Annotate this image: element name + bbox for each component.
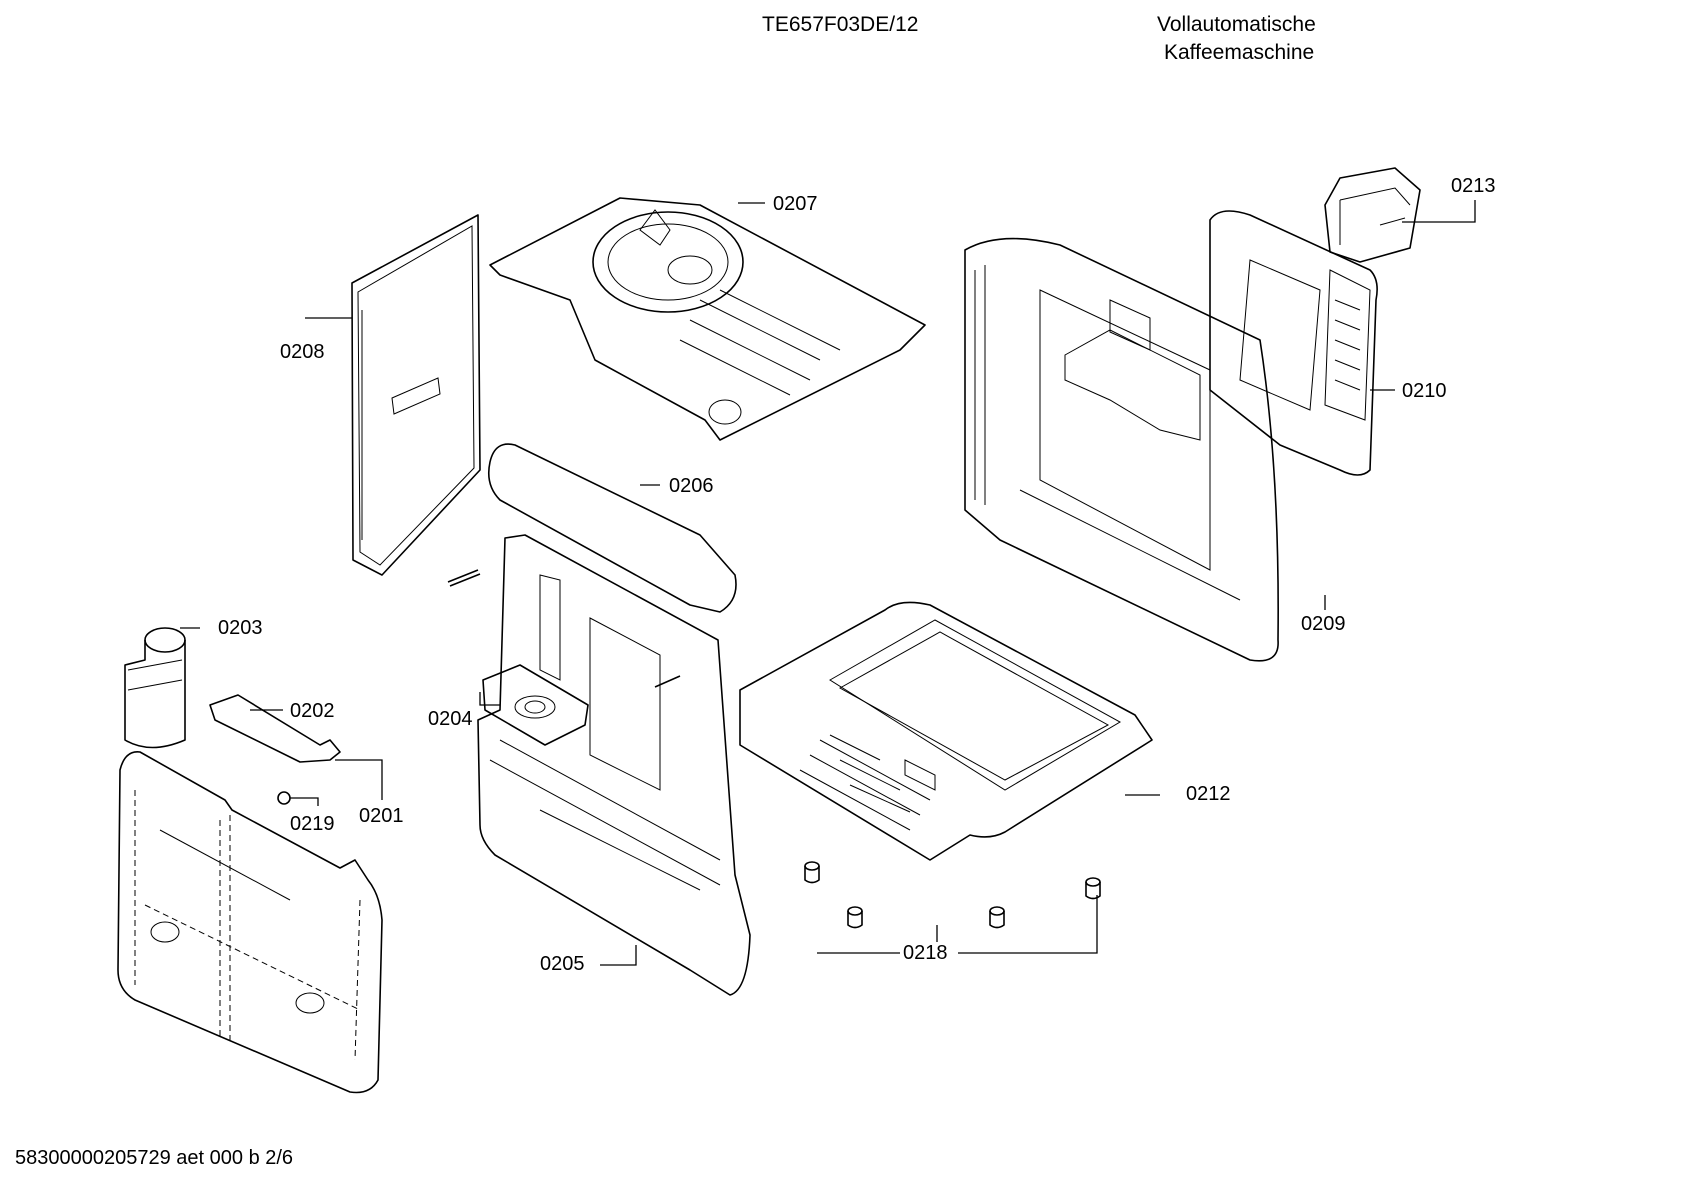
label-0207: 0207: [773, 193, 818, 215]
foot-2: [847, 906, 863, 929]
part-0209-rear-housing: [964, 237, 1279, 662]
leader-0201: [335, 759, 383, 800]
document-id-footer: 58300000205729 aet 000 b 2/6: [15, 1147, 294, 1169]
part-0203-water-filter: [124, 627, 186, 749]
label-0205: 0205: [540, 953, 585, 975]
foot-4: [1085, 877, 1101, 900]
part-0212-base-tray: [739, 601, 1153, 861]
part-0206-handle-strip: [487, 443, 737, 613]
appliance-description-line-2: Kaffeemaschine: [1164, 41, 1315, 64]
label-0204: 0204: [428, 708, 473, 730]
label-0210: 0210: [1402, 380, 1447, 402]
label-0206: 0206: [669, 475, 714, 497]
label-0201: 0201: [359, 805, 404, 827]
label-0212: 0212: [1186, 783, 1231, 805]
label-0219: 0219: [290, 813, 335, 835]
foot-1: [804, 861, 820, 884]
part-0219-screw: [277, 791, 291, 805]
part-0213-cover-cap: [1324, 167, 1421, 263]
model-number: TE657F03DE/12: [762, 13, 919, 36]
leader-lines: [180, 200, 1476, 966]
part-0205-front-housing: [477, 534, 751, 996]
part-0218-feet: [804, 861, 1101, 929]
leader-0204: [479, 692, 500, 706]
foot-3: [989, 906, 1005, 929]
leader-0219: [290, 797, 319, 806]
part-0201-water-tank: [117, 751, 383, 1094]
leader-0213: [1402, 200, 1476, 223]
part-labels: 0207 0208 0206 0213 0210 0209 0203 0202 …: [218, 175, 1496, 975]
part-0208-side-panel: [351, 214, 481, 576]
appliance-description-line-1: Vollautomatische: [1157, 13, 1316, 36]
part-screws: [447, 569, 681, 688]
label-0209: 0209: [1301, 613, 1346, 635]
label-0203: 0203: [218, 617, 263, 639]
label-0218: 0218: [903, 942, 948, 964]
part-0202-clip: [209, 694, 341, 763]
label-0208: 0208: [280, 341, 325, 363]
label-0202: 0202: [290, 700, 335, 722]
label-0213: 0213: [1451, 175, 1496, 197]
leader-0218: [817, 895, 1098, 954]
part-0210-rear-cover: [1209, 210, 1378, 476]
leader-0205: [600, 945, 637, 966]
part-0204-spout-cover: [482, 664, 589, 746]
part-0207-top-frame: [489, 197, 926, 441]
